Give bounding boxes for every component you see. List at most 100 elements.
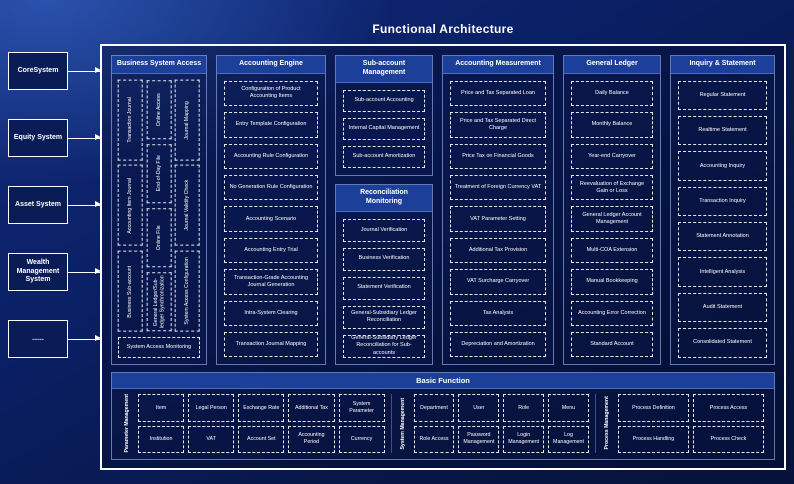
diagram-item: Department: [413, 394, 455, 422]
arrow-right-icon: [68, 335, 101, 342]
diagram-item: Accounting Scenario: [224, 206, 318, 232]
system-box-wealth: Wealth Management System: [8, 253, 68, 291]
diagram-item: Realtime Statement: [678, 116, 767, 146]
arrow-right-icon: [68, 134, 101, 141]
basic-function-section: Basic Function Parameter Management Item…: [111, 372, 775, 460]
diagram-item: Statement Verification: [343, 276, 425, 300]
diagram-item: Configuration of Product Accounting Item…: [224, 80, 318, 107]
arrow-right-icon: [68, 268, 101, 275]
column-header: Reconciliation Monitoring: [336, 185, 432, 212]
diagram-item: Sub-account Amortization: [343, 145, 425, 169]
column-header: Sub-account Management: [336, 56, 432, 83]
arrow-right-icon: [68, 201, 101, 208]
diagram-item: Journal Verification: [343, 218, 425, 242]
diagram-item: Manual Bookkeeping: [571, 269, 653, 295]
diagram-item: Business Sub-account: [118, 250, 143, 332]
diagram-item: Transaction Journal Mapping: [224, 332, 318, 358]
diagram-item: Price and Tax Separated Direct Charge: [450, 112, 546, 138]
diagram-item: General Ledger Account Management: [571, 206, 653, 232]
system-box-asset: Asset System: [8, 186, 68, 224]
diagram-item: Currency: [338, 425, 385, 453]
column-accounting-engine: Accounting Engine Configuration of Produ…: [216, 55, 326, 366]
diagram-item: VAT Parameter Setting: [450, 206, 546, 232]
diagram-item: Year-end Carryover: [571, 143, 653, 169]
diagram-item: System Access Configuration: [175, 250, 201, 332]
diagram-item: Standard Account: [571, 332, 653, 358]
diagram-item: User: [458, 394, 500, 422]
diagram-item: Reevaluation of Exchange Gain or Loss: [571, 174, 653, 201]
column-business-system-access: Business System Access Transaction Journ…: [111, 55, 207, 366]
diagram-item: Accounting Period: [288, 425, 335, 453]
diagram-item: Treatment of Foreign Currency VAT: [450, 174, 546, 201]
diagram-item: End-of-Day File: [146, 143, 172, 204]
diagram-item: Intelligent Analysis: [678, 257, 767, 287]
diagram-item: Intra-System Clearing: [224, 300, 318, 326]
diagram-item: Process Check: [692, 425, 765, 453]
column-header: Inquiry & Statement: [671, 56, 774, 74]
group-label: Parameter Management: [124, 394, 131, 453]
item-list: Configuration of Product Accounting Item…: [217, 74, 325, 365]
diagram-item: Monthly Balance: [571, 112, 653, 138]
column-header: Accounting Engine: [217, 56, 325, 74]
diagram-item: Online Access: [146, 79, 172, 139]
diagram-item: Process Handling: [617, 425, 689, 453]
diagram-item: Process Definition: [617, 394, 689, 422]
diagram-item: Password Management: [458, 425, 500, 453]
arrow-right-icon: [68, 67, 101, 74]
diagram-item: Role Access: [413, 425, 455, 453]
diagram-item: VAT Surcharge Carryover: [450, 269, 546, 295]
diagram-item: General Ledger/Sub-ledger Synchronizatio…: [146, 272, 172, 332]
system-box-others: ......: [8, 320, 68, 358]
group-label: System Management: [399, 397, 406, 450]
diagram-item: Exchange Rate: [238, 394, 285, 422]
system-row: Equity System: [8, 119, 101, 157]
diagram-item: Consolidated Statement: [678, 328, 767, 358]
diagram-item: Statement Annotation: [678, 222, 767, 252]
diagram-item: Transaction Inquiry: [678, 186, 767, 217]
diagram-item: Transaction Journal: [118, 79, 143, 161]
diagram-item: Entry Template Configuration: [224, 112, 318, 138]
system-row: ......: [8, 320, 101, 358]
functional-architecture-panel: Business System Access Transaction Journ…: [100, 44, 786, 470]
diagram-item: Business Verification: [343, 247, 425, 271]
diagram-item: General-Subsidiary Ledger Reconciliation: [343, 305, 425, 329]
diagram-item: Journal Validity Check: [175, 165, 201, 246]
column-header: Business System Access: [112, 56, 206, 74]
diagram-item: Sub-account Accounting: [343, 89, 425, 112]
column-header: Accounting Measurement: [443, 56, 553, 74]
system-row: Wealth Management System: [8, 253, 101, 291]
diagram-item: Accounting Error Correction: [571, 300, 653, 326]
diagram-item: Additional Tax: [288, 394, 335, 422]
source-systems: CoreSystem Equity System Asset System We…: [8, 52, 101, 358]
diagram-item: Price Tax on Financial Goods: [450, 143, 546, 169]
section-reconciliation-monitoring: Reconciliation Monitoring Journal Verifi…: [335, 184, 433, 366]
section-sub-account-management: Sub-account Management Sub-account Accou…: [335, 55, 433, 177]
page-title: Functional Architecture: [372, 22, 514, 36]
diagram-item: Tax Analysis: [450, 300, 546, 326]
diagram-item: Accounting Entry Trial: [224, 237, 318, 264]
function-columns: Business System Access Transaction Journ…: [111, 55, 775, 366]
diagram-item: Accounting Inquiry: [678, 151, 767, 181]
diagram-item: System Access Monitoring: [118, 337, 200, 359]
diagram-item: Journal Mapping: [175, 79, 201, 161]
diagram-item: Internal Capital Management: [343, 117, 425, 140]
